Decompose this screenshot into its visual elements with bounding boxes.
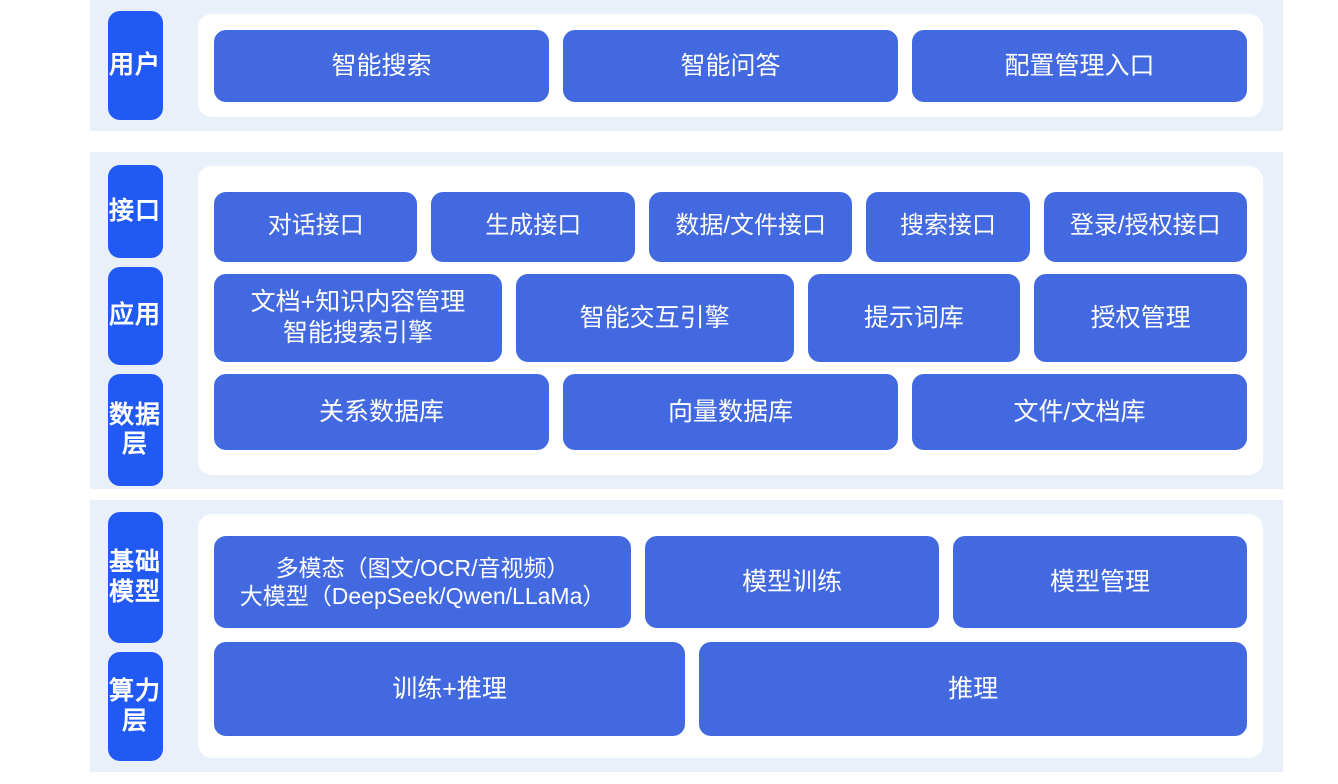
box-relational-database[interactable]: 关系数据库 — [214, 373, 549, 450]
card-user: 智能搜索 智能问答 配置管理入口 — [198, 14, 1263, 117]
box-inference[interactable]: 推理 — [699, 642, 1247, 736]
box-multimodal-large-model[interactable]: 多模态（图文/OCR/音视频） 大模型（DeepSeek/Qwen/LLaMa） — [214, 536, 632, 628]
box-model-training[interactable]: 模型训练 — [645, 536, 940, 628]
row-data: 关系数据库 向量数据库 文件/文档库 — [214, 373, 1247, 450]
layer-label-application: 应用 — [107, 267, 163, 365]
box-model-management[interactable]: 模型管理 — [953, 536, 1247, 628]
box-generation-api[interactable]: 生成接口 — [431, 191, 635, 262]
card-middle: 对话接口 生成接口 数据/文件接口 搜索接口 登录/授权接口 文档+知识内容管理… — [198, 166, 1263, 475]
row-application: 文档+知识内容管理 智能搜索引擎 智能交互引擎 提示词库 授权管理 — [214, 273, 1247, 362]
layer-label-user: 用户 — [107, 11, 163, 120]
section-base: 基础模型 算力层 多模态（图文/OCR/音视频） 大模型（DeepSeek/Qw… — [90, 500, 1283, 772]
row-compute: 训练+推理 推理 — [214, 642, 1247, 736]
box-doc-knowledge-management-search-engine[interactable]: 文档+知识内容管理 智能搜索引擎 — [214, 273, 502, 362]
box-dialog-api[interactable]: 对话接口 — [214, 191, 418, 262]
layer-label-interface: 接口 — [107, 165, 163, 258]
layer-label-foundation-model: 基础模型 — [107, 512, 163, 643]
box-file-document-store[interactable]: 文件/文档库 — [912, 373, 1247, 450]
box-login-auth-api[interactable]: 登录/授权接口 — [1043, 191, 1247, 262]
box-prompt-library[interactable]: 提示词库 — [807, 273, 1021, 362]
box-config-management-entry[interactable]: 配置管理入口 — [912, 29, 1247, 102]
box-data-file-api[interactable]: 数据/文件接口 — [648, 191, 853, 262]
box-training-inference[interactable]: 训练+推理 — [214, 642, 686, 736]
label-column-user: 用户 — [90, 0, 180, 131]
section-user: 用户 智能搜索 智能问答 配置管理入口 — [90, 0, 1283, 131]
box-smart-qa[interactable]: 智能问答 — [563, 29, 898, 102]
layer-label-compute: 算力层 — [107, 652, 163, 761]
label-column-base: 基础模型 算力层 — [90, 500, 180, 772]
box-authorization-management[interactable]: 授权管理 — [1034, 273, 1247, 362]
box-smart-search[interactable]: 智能搜索 — [214, 29, 549, 102]
box-search-api[interactable]: 搜索接口 — [866, 191, 1030, 262]
label-column-middle: 接口 应用 数据层 — [90, 152, 180, 489]
row-models: 多模态（图文/OCR/音视频） 大模型（DeepSeek/Qwen/LLaMa）… — [214, 536, 1247, 628]
card-base: 多模态（图文/OCR/音视频） 大模型（DeepSeek/Qwen/LLaMa）… — [198, 514, 1263, 758]
row-interface: 对话接口 生成接口 数据/文件接口 搜索接口 登录/授权接口 — [214, 191, 1247, 262]
box-vector-database[interactable]: 向量数据库 — [563, 373, 898, 450]
section-middle: 接口 应用 数据层 对话接口 生成接口 数据/文件接口 搜索接口 登录/授权接口… — [90, 152, 1283, 489]
row-user-entries: 智能搜索 智能问答 配置管理入口 — [214, 29, 1247, 102]
layer-label-data: 数据层 — [107, 374, 163, 486]
box-smart-interaction-engine[interactable]: 智能交互引擎 — [515, 273, 794, 362]
